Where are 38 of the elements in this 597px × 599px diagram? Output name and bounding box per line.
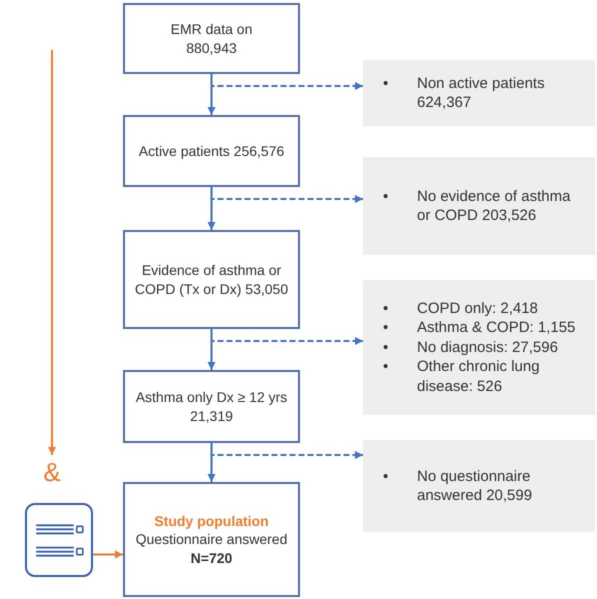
bullet-marker: •: [382, 466, 390, 486]
bullet-text: Other chronic lung disease: 526: [417, 357, 541, 396]
bullet-marker: •: [382, 74, 390, 94]
exclusion-box: [363, 157, 595, 255]
arrow: [93, 550, 123, 558]
box-text: Asthma only Dx ≥ 12 yrs 21,319: [134, 388, 288, 425]
bullet-marker: •: [382, 298, 390, 318]
form-icon: [25, 503, 93, 577]
bullet-text: Asthma & COPD: 1,155: [417, 318, 576, 338]
bullet-marker: •: [382, 338, 390, 358]
process-box: [123, 115, 300, 187]
box-text: Evidence of asthma or COPD (Tx or Dx) 53,050: [134, 261, 290, 298]
process-box: [123, 230, 300, 329]
process-box: [123, 370, 300, 443]
box-text: Active patients 256,576: [138, 142, 284, 160]
arrow: [48, 50, 56, 455]
ampersand-text: &: [36, 455, 68, 489]
exclusion-box: [363, 60, 595, 126]
process-box: [123, 482, 300, 597]
bullet-text: No evidence of asthma or COPD 203,526: [417, 186, 572, 226]
dashed-arrow: [210, 443, 363, 459]
box-text: Questionnaire answered: [136, 530, 288, 549]
dashed-arrow: [210, 329, 363, 345]
process-box: [123, 3, 300, 74]
bullet-marker: •: [382, 357, 390, 378]
bullet-text: No diagnosis: 27,596: [417, 338, 558, 358]
exclusion-box: [363, 280, 595, 415]
bullet-text: COPD only: 2,418: [417, 298, 538, 318]
exclusion-box: [363, 440, 595, 532]
dashed-arrow: [210, 74, 363, 90]
heading-text: Study population: [154, 512, 269, 530]
bullet-text: No questionnaire answered 20,599: [417, 466, 534, 506]
box-text: EMR data on 880,943: [170, 20, 254, 57]
bullet-marker: •: [382, 186, 390, 206]
bullet-marker: •: [382, 318, 390, 338]
dashed-arrow: [210, 187, 363, 203]
bullet-text: Non active patients 624,367: [417, 74, 546, 112]
count-text: N=720: [190, 548, 232, 567]
